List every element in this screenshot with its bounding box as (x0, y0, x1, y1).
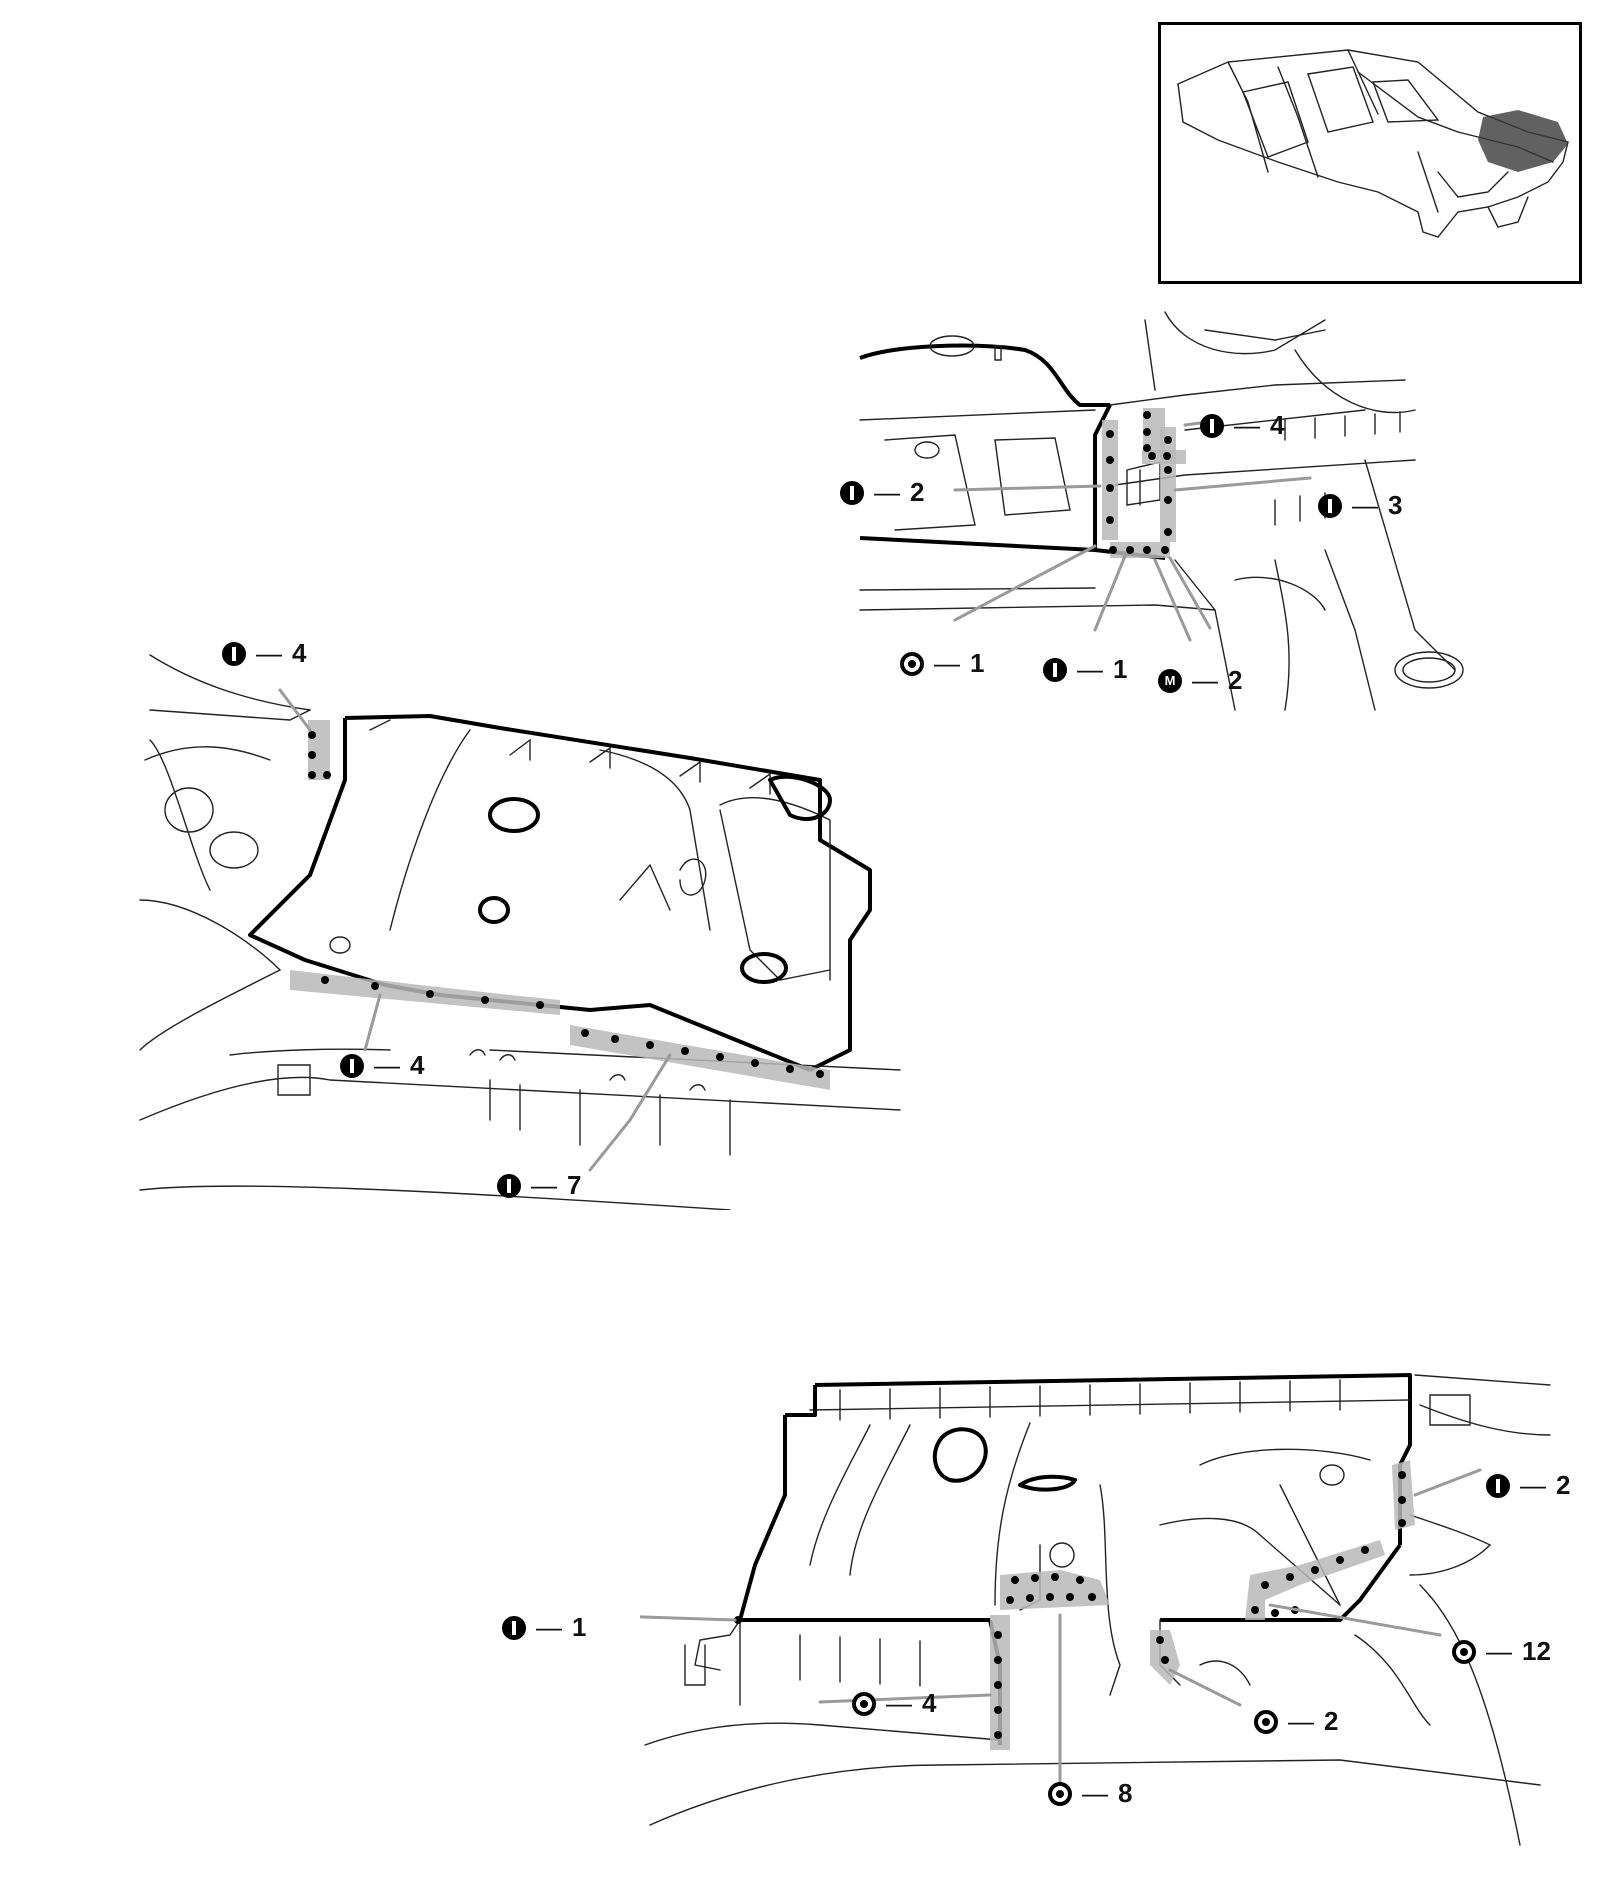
seam-i1 (1110, 542, 1170, 558)
callout-ml-i7: —7 (497, 1170, 581, 1201)
plug-weld-symbol-icon (1254, 1709, 1278, 1734)
callout-b-i1: —1 (502, 1612, 586, 1643)
seam-i4-top (308, 720, 330, 780)
spot-weld-symbol-icon (1043, 657, 1067, 682)
plug-weld-symbol-icon (1452, 1639, 1476, 1664)
middle-detail-view (130, 650, 910, 1210)
spot-weld-symbol-icon (497, 1173, 521, 1198)
callout-b-o4: —4 (852, 1688, 936, 1719)
lower-detail-view (640, 1365, 1560, 1875)
spot-weld-symbol-icon (340, 1053, 364, 1078)
seam-i2 (1392, 1460, 1415, 1530)
seam-i2 (1102, 420, 1118, 540)
callout-ml-i4-top: —4 (222, 638, 306, 669)
callout-b-o12: —12 (1452, 1636, 1551, 1667)
callout-tr-i3: —3 (1318, 490, 1402, 521)
car-body-illustration (1177, 49, 1569, 238)
seam-o12 (1245, 1540, 1385, 1620)
spot-weld-symbol-icon (502, 1615, 526, 1640)
spot-weld-symbol-icon (840, 480, 864, 505)
mig-weld-symbol-icon: M (1158, 668, 1182, 693)
locator-inset (1158, 22, 1582, 284)
engine-compartment-highlight (1478, 110, 1568, 172)
upper-detail-view (855, 310, 1475, 730)
seam-i4-bottom (290, 970, 560, 1015)
callout-b-i2: —2 (1486, 1470, 1570, 1501)
callout-tr-i1: —1 (1043, 654, 1127, 685)
callout-b-o8: —8 (1048, 1778, 1132, 1809)
spot-weld-symbol-icon (222, 641, 246, 666)
plug-weld-symbol-icon (900, 651, 924, 676)
callout-tr-m2: M—2 (1158, 665, 1242, 696)
spot-weld-symbol-icon (1200, 413, 1224, 438)
callout-tr-o1: —1 (900, 648, 984, 679)
callout-tr-i4: —4 (1200, 410, 1284, 441)
spot-weld-symbol-icon (1318, 493, 1342, 518)
callout-ml-i4-bottom: —4 (340, 1050, 424, 1081)
callout-b-o2: —2 (1254, 1706, 1338, 1737)
callout-tr-i2: —2 (840, 477, 924, 508)
plug-weld-symbol-icon (1048, 1781, 1072, 1806)
plug-weld-symbol-icon (852, 1691, 876, 1716)
seam-i4 (1143, 408, 1165, 453)
seam-i7 (570, 1025, 830, 1090)
spot-weld-symbol-icon (1486, 1473, 1510, 1498)
